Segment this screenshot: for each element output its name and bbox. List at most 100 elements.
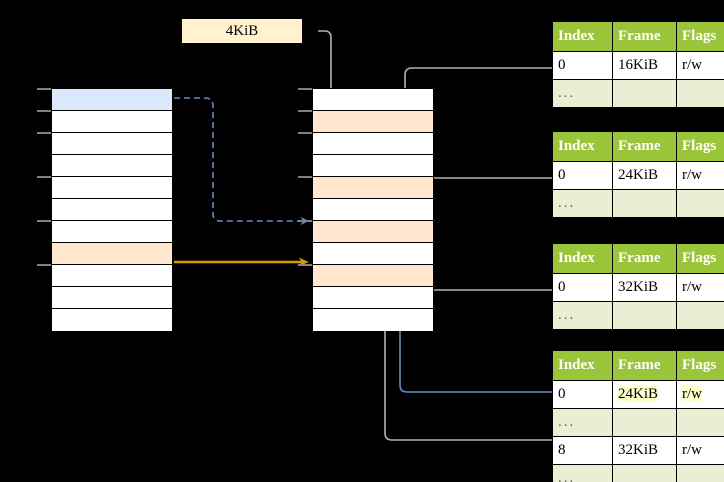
cell-index: 0 (552, 161, 613, 190)
physical-frame-row-11 (313, 309, 433, 331)
cell-flags (676, 408, 724, 437)
wire-pt2-to-physical (413, 177, 552, 219)
cell-index: 8 (552, 436, 613, 465)
virtual-row-tick-3 (37, 132, 52, 134)
column-header-frame: Frame (612, 131, 677, 162)
cell-index: 0 (552, 51, 613, 80)
virtual-row-tick-2 (37, 110, 52, 112)
column-header-flags: Flags (676, 243, 724, 274)
physical-row-tick-7 (298, 220, 313, 222)
table-row: ... (552, 464, 724, 482)
virtual-page-row-1 (52, 89, 172, 111)
cell-frame: 32KiB (612, 273, 677, 302)
cell-frame: 16KiB (612, 51, 677, 80)
wire-pt3-to-physical (419, 264, 552, 291)
cell-index: ... (552, 408, 613, 437)
physical-frame-row-3 (313, 133, 433, 155)
physical-row-tick-9 (298, 264, 313, 266)
cell-index: ... (552, 301, 613, 330)
virtual-address-space-column (51, 88, 173, 331)
column-header-flags: Flags (676, 350, 724, 381)
table-row: ... (552, 408, 724, 437)
physical-row-tick-1 (298, 88, 313, 90)
physical-row-tick-5 (298, 176, 313, 178)
column-header-index: Index (552, 350, 613, 381)
physical-row-tick-2 (298, 110, 313, 112)
physical-frame-row-8 (313, 243, 433, 265)
table-row: ... (552, 79, 724, 108)
cell-index: 0 (552, 380, 613, 409)
column-header-flags: Flags (676, 21, 724, 52)
cell-flags: r/w (676, 161, 724, 190)
physical-frame-row-6 (313, 199, 433, 221)
cell-frame (612, 79, 677, 108)
virtual-row-tick-1 (37, 88, 52, 90)
virtual-page-row-6 (52, 199, 172, 221)
physical-memory-column (312, 88, 434, 331)
cell-flags (676, 79, 724, 108)
virtual-page-row-10 (52, 287, 172, 309)
virtual-page-row-11 (52, 309, 172, 331)
cell-frame (612, 464, 677, 482)
cell-index: ... (552, 79, 613, 108)
virtual-page-row-3 (52, 133, 172, 155)
physical-row-tick-3 (298, 132, 313, 134)
table-row: ... (552, 301, 724, 330)
virtual-page-row-9 (52, 265, 172, 287)
wire-virtual-blue-to-physical (174, 97, 309, 225)
physical-frame-row-4 (313, 155, 433, 177)
physical-frame-row-10 (313, 287, 433, 309)
column-header-frame: Frame (612, 21, 677, 52)
cell-frame (612, 301, 677, 330)
cell-flags: r/w (676, 436, 724, 465)
physical-frame-row-7 (313, 221, 433, 243)
physical-frame-row-1 (313, 89, 433, 111)
virtual-page-row-8 (52, 243, 172, 265)
cell-flags (676, 464, 724, 482)
cell-frame: 32KiB (612, 436, 677, 465)
cell-flags (676, 189, 724, 218)
virtual-page-row-5 (52, 177, 172, 199)
callout-label: 4KiB (225, 22, 259, 39)
physical-frame-row-2 (313, 111, 433, 133)
column-header-index: Index (552, 243, 613, 274)
callout-4kib: 4KiB (182, 19, 302, 43)
physical-frame-row-5 (313, 177, 433, 199)
table-row: ... (552, 189, 724, 218)
virtual-row-tick-7 (37, 220, 52, 222)
cell-index: ... (552, 189, 613, 218)
column-header-index: Index (552, 131, 613, 162)
virtual-page-row-4 (52, 155, 172, 177)
virtual-page-row-2 (52, 111, 172, 133)
physical-frame-row-9 (313, 265, 433, 287)
cell-frame: 24KiB (612, 380, 677, 409)
column-header-index: Index (552, 21, 613, 52)
column-header-frame: Frame (612, 350, 677, 381)
column-header-flags: Flags (676, 131, 724, 162)
cell-flags (676, 301, 724, 330)
cell-flags: r/w (676, 380, 724, 409)
cell-flags: r/w (676, 273, 724, 302)
cell-index: 0 (552, 273, 613, 302)
cell-frame (612, 408, 677, 437)
cell-index: ... (552, 464, 613, 482)
cell-frame: 24KiB (612, 161, 677, 190)
column-header-frame: Frame (612, 243, 677, 274)
virtual-row-tick-5 (37, 176, 52, 178)
virtual-row-tick-9 (37, 264, 52, 266)
virtual-page-row-7 (52, 221, 172, 243)
